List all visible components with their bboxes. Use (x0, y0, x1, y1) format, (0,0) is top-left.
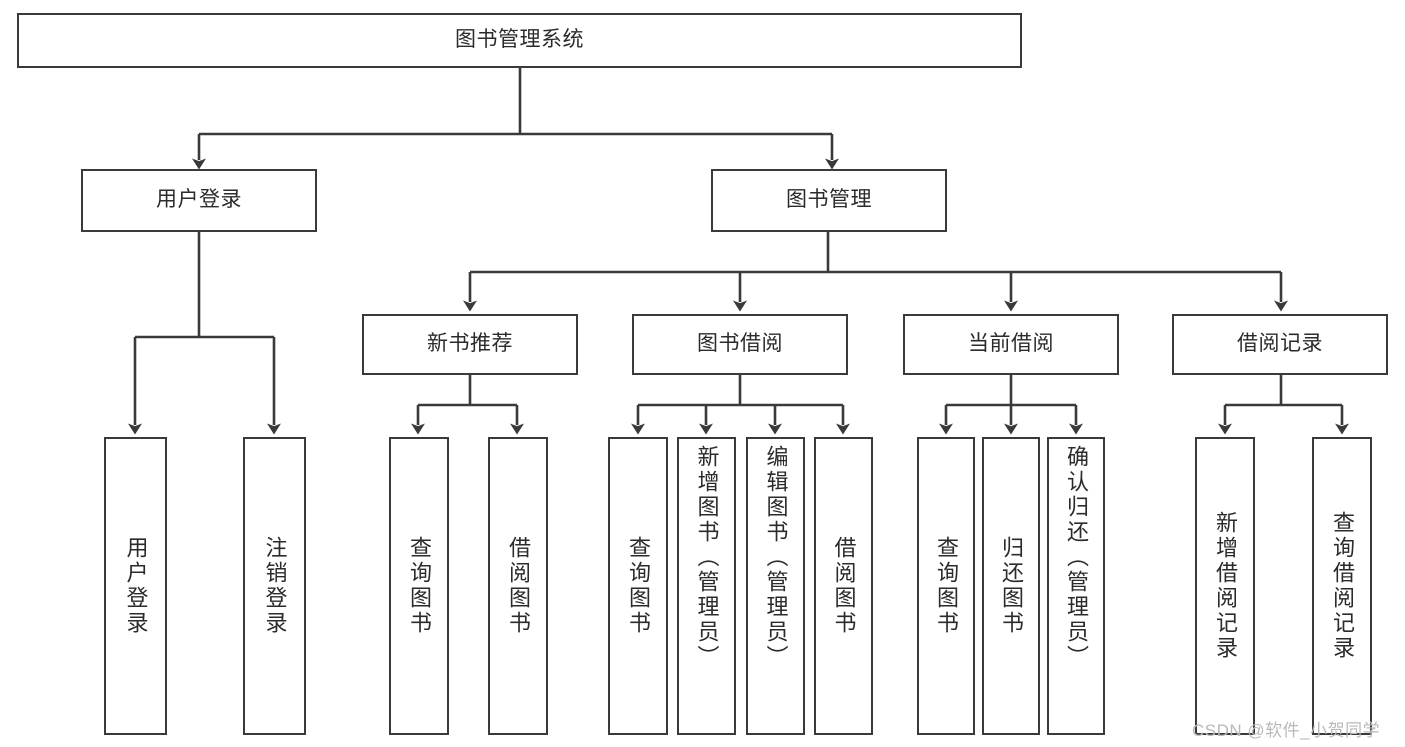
leaf-query-book-borrow[interactable]: 查询图书 (608, 437, 668, 735)
node-new-book-recommend[interactable]: 新书推荐 (362, 314, 578, 375)
node-root-system[interactable]: 图书管理系统 (17, 13, 1022, 68)
leaf-user-logout[interactable]: 注销登录 (243, 437, 306, 735)
node-label: 用户登录 (123, 536, 149, 636)
node-label: 归还图书 (999, 536, 1024, 636)
node-book-borrow[interactable]: 图书借阅 (632, 314, 848, 375)
node-label: 新增图书（管理员） (694, 445, 720, 670)
node-label: 借阅记录 (1237, 332, 1323, 356)
leaf-query-borrow-record[interactable]: 查询借阅记录 (1312, 437, 1372, 735)
leaf-return-book[interactable]: 归还图书 (982, 437, 1040, 735)
node-label: 编辑图书（管理员） (763, 445, 789, 670)
leaf-query-book-recommend[interactable]: 查询图书 (389, 437, 449, 735)
node-label: 用户登录 (156, 188, 242, 212)
node-borrow-record[interactable]: 借阅记录 (1172, 314, 1388, 375)
leaf-borrow-book-recommend[interactable]: 借阅图书 (488, 437, 548, 735)
node-label: 新书推荐 (427, 332, 513, 356)
leaf-query-book-current[interactable]: 查询图书 (917, 437, 975, 735)
node-label: 当前借阅 (968, 332, 1054, 356)
node-label: 查询图书 (934, 536, 959, 636)
node-book-manage[interactable]: 图书管理 (711, 169, 947, 232)
leaf-add-borrow-record[interactable]: 新增借阅记录 (1195, 437, 1255, 735)
node-label: 新增借阅记录 (1213, 511, 1238, 661)
node-current-borrow[interactable]: 当前借阅 (903, 314, 1119, 375)
leaf-add-book-admin[interactable]: 新增图书（管理员） (677, 437, 736, 735)
leaf-edit-book-admin[interactable]: 编辑图书（管理员） (746, 437, 805, 735)
node-label: 图书管理系统 (455, 28, 584, 52)
node-label: 注销登录 (262, 536, 288, 636)
leaf-borrow-book-borrow[interactable]: 借阅图书 (814, 437, 873, 735)
leaf-confirm-return-admin[interactable]: 确认归还（管理员） (1047, 437, 1105, 735)
node-label: 图书借阅 (697, 332, 783, 356)
leaf-user-login[interactable]: 用户登录 (104, 437, 167, 735)
node-label: 借阅图书 (831, 536, 857, 636)
node-label: 查询借阅记录 (1330, 511, 1355, 661)
node-label: 查询图书 (407, 536, 432, 636)
node-label: 借阅图书 (506, 536, 531, 636)
node-label: 查询图书 (626, 536, 651, 636)
node-user-login[interactable]: 用户登录 (81, 169, 317, 232)
node-label: 确认归还（管理员） (1064, 445, 1089, 670)
node-label: 图书管理 (786, 188, 872, 212)
